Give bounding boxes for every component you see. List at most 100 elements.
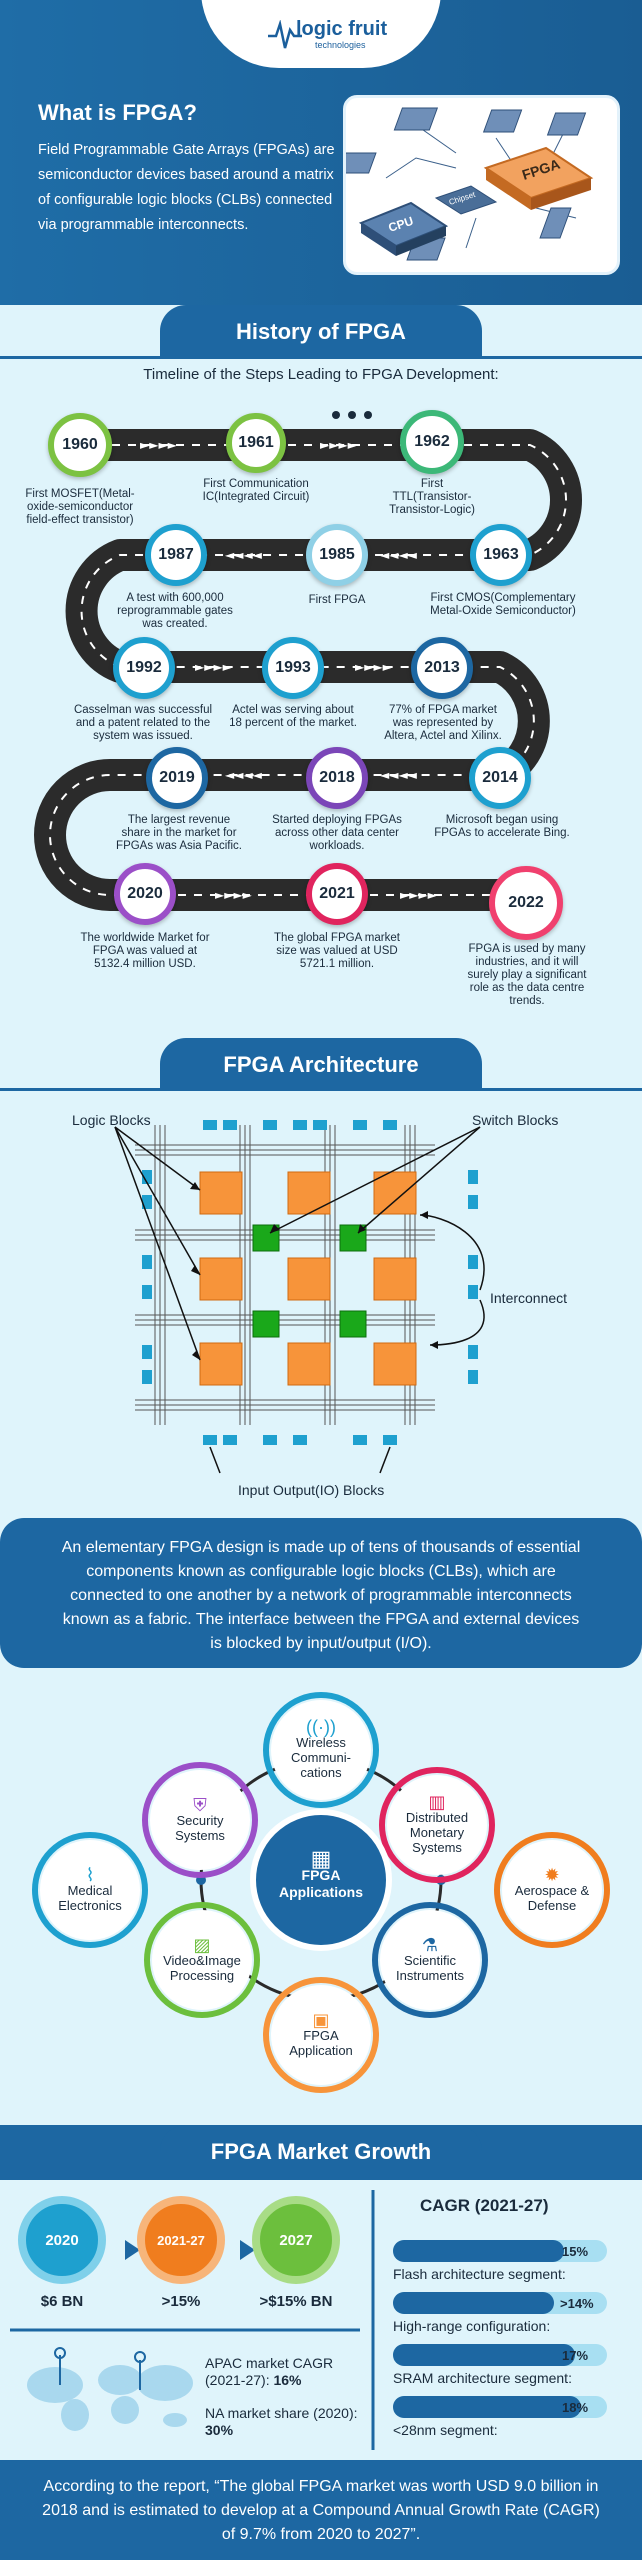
timeline-node-2019: 2019 bbox=[146, 747, 208, 809]
timeline-node-2014: 2014 bbox=[469, 747, 531, 809]
history-title: History of FPGA bbox=[160, 305, 482, 357]
market-year-2021-27: 2021-27 bbox=[137, 2196, 225, 2284]
cagr-bar-sram bbox=[393, 2344, 575, 2366]
cagr-value-high: >14% bbox=[560, 2296, 594, 2311]
timeline-caption-2018: Started deploying FPGAs across other dat… bbox=[272, 814, 402, 852]
timeline-node-2018: 2018 bbox=[306, 747, 368, 809]
timeline-caption-1960: First MOSFET(Metal-oxide-semiconductor f… bbox=[25, 488, 135, 526]
timeline-node-2013: 2013 bbox=[411, 637, 473, 699]
apac-pin-icon bbox=[134, 2351, 146, 2363]
timeline-node-2021: 2021 bbox=[306, 863, 368, 925]
logo-tagline: technologies bbox=[315, 40, 366, 50]
timeline-node-1962: 1962 bbox=[400, 410, 464, 474]
cagr-bar-high bbox=[393, 2292, 554, 2314]
timeline-caption-1992: Casselman was successful and a patent re… bbox=[73, 704, 213, 742]
timeline-node-1993: 1993 bbox=[262, 637, 324, 699]
svg-text:►►►►: ►►►► bbox=[140, 438, 178, 452]
microscope-icon: ⚗ bbox=[421, 1934, 439, 1955]
history-subtitle: Timeline of the Steps Leading to FPGA De… bbox=[143, 366, 499, 383]
market-divider-lines bbox=[10, 2190, 375, 2450]
app-aerospace: ✹ Aerospace & Defense bbox=[502, 1840, 602, 1940]
svg-text:◄◄◄◄: ◄◄◄◄ bbox=[225, 768, 263, 782]
app-security: ⛨ Security Systems bbox=[150, 1770, 250, 1870]
app-scientific: ⚗ Scientific Instruments bbox=[380, 1910, 480, 2010]
logo-bubble bbox=[201, 0, 441, 68]
timeline-caption-2021: The global FPGA market size was valued a… bbox=[274, 932, 400, 970]
market-title: FPGA Market Growth bbox=[160, 2125, 482, 2177]
cagr-title: CAGR (2021-27) bbox=[420, 2196, 549, 2215]
fpga-illustration: FPGA Chipset CPU bbox=[338, 95, 620, 275]
logo-text[interactable]: logic fruit bbox=[296, 18, 388, 40]
intro-body: Field Programmable Gate Arrays (FPGAs) a… bbox=[38, 142, 335, 233]
svg-text:►►►►: ►►►► bbox=[320, 438, 358, 452]
timeline-road: ►►►► ►►►► ◄◄◄◄ ◄◄◄◄ ►►►► ►►►► ◄◄◄◄ ◄◄◄◄ ►►►►… bbox=[34, 411, 582, 911]
cagr-bar-flash bbox=[393, 2240, 564, 2262]
timeline-node-1960: 1960 bbox=[48, 413, 112, 477]
timeline-caption-2013: 77% of FPGA market was represented by Al… bbox=[384, 704, 502, 742]
app-video: ▨ Video&Image Processing bbox=[152, 1910, 252, 2010]
timeline-node-1963: 1963 bbox=[470, 524, 532, 586]
chip-icon: ▦ bbox=[310, 1846, 332, 1871]
image-icon: ▨ bbox=[193, 1934, 211, 1955]
svg-text:◄◄◄◄: ◄◄◄◄ bbox=[380, 768, 418, 782]
app-medical: ⌇ Medical Electronics bbox=[40, 1840, 140, 1940]
app-monetary: ▥ Distributed Monetary Systems bbox=[387, 1775, 487, 1875]
cagr-value-flash: 15% bbox=[562, 2244, 589, 2259]
cagr-value-sram: 17% bbox=[562, 2348, 589, 2363]
apac-cagr: APAC market CAGR (2021-27): 16% bbox=[205, 2355, 334, 2388]
timeline-node-2020: 2020 bbox=[114, 863, 176, 925]
svg-text:►►►►: ►►►► bbox=[195, 660, 233, 674]
cagr-label-sram: SRAM architecture segment: bbox=[393, 2370, 572, 2386]
timeline-caption-1962: First TTL(Transistor-Transistor-Logic) bbox=[389, 478, 475, 516]
timeline-caption-1993: Actel was serving about 18 percent of th… bbox=[229, 704, 357, 729]
timeline-caption-1961: First Communication IC(Integrated Circui… bbox=[202, 478, 310, 503]
svg-text:►►►►: ►►►► bbox=[400, 888, 438, 902]
market-year-2020: 2020 bbox=[18, 2196, 106, 2284]
cagr-value-28nm: 18% bbox=[562, 2400, 589, 2415]
timeline-caption-1985: First FPGA bbox=[308, 594, 366, 606]
timeline-caption-2019: The largest revenue share in the market … bbox=[116, 814, 242, 852]
chip-icon: ▣ bbox=[312, 2009, 330, 2030]
intro-title: What is FPGA? bbox=[38, 100, 197, 125]
na-pin-icon bbox=[54, 2347, 66, 2359]
market-value-2020: $6 BN bbox=[40, 2293, 84, 2310]
timeline-caption-2014: Microsoft began using FPGAs to accelerat… bbox=[434, 814, 570, 839]
io-blocks-label: Input Output(IO) Blocks bbox=[238, 1482, 385, 1498]
emblem-icon: ✹ bbox=[544, 1864, 560, 1885]
cagr-bar-28nm bbox=[393, 2396, 581, 2418]
world-map bbox=[27, 2347, 193, 2431]
svg-text:►►►►: ►►►► bbox=[215, 888, 253, 902]
ecg-icon: ⌇ bbox=[85, 1864, 95, 1885]
timeline-caption-1987: A test with 600,000 reprogrammable gates… bbox=[117, 592, 233, 630]
timeline-caption-2022: FPGA is used by many industries, and it … bbox=[467, 943, 587, 1007]
na-share: NA market share (2020): 30% bbox=[205, 2405, 358, 2438]
timeline-node-1987: 1987 bbox=[145, 524, 207, 586]
svg-text:►►►►: ►►►► bbox=[355, 660, 393, 674]
architecture-description: An elementary FPGA design is made up of … bbox=[61, 1539, 581, 1652]
architecture-description-panel bbox=[0, 1518, 642, 1668]
market-year-2027: 2027 bbox=[252, 2196, 340, 2284]
timeline-caption-2020: The worldwide Market for FPGA was valued… bbox=[80, 932, 210, 970]
interconnect-label: Interconnect bbox=[490, 1290, 568, 1306]
logic-blocks-label: Logic Blocks bbox=[72, 1112, 151, 1128]
timeline-caption-1963: First CMOS(Complementary Metal-Oxide Sem… bbox=[430, 592, 576, 617]
market-value-2027: >$15% BN bbox=[259, 2293, 333, 2310]
svg-text:◄◄◄◄: ◄◄◄◄ bbox=[225, 548, 263, 562]
app-center-label: ▦ FPGA Applications bbox=[271, 1846, 371, 1901]
switch-blocks-label: Switch Blocks bbox=[472, 1112, 559, 1128]
chart-icon: ▥ bbox=[428, 1792, 446, 1812]
timeline-node-1985: 1985 bbox=[306, 524, 368, 586]
svg-text:◄◄◄◄: ◄◄◄◄ bbox=[380, 548, 418, 562]
cagr-label-flash: Flash architecture segment: bbox=[393, 2266, 566, 2282]
app-fpga: ▣ FPGA Application bbox=[271, 1985, 371, 2085]
cagr-label-28nm: <28nm segment: bbox=[393, 2422, 498, 2438]
market-quote: According to the report, “The global FPG… bbox=[42, 2478, 600, 2543]
history-divider bbox=[0, 356, 642, 359]
cagr-label-high: High-range configuration: bbox=[393, 2318, 551, 2334]
market-value-2021-27: >15% bbox=[161, 2293, 201, 2310]
shield-icon: ⛨ bbox=[193, 1794, 207, 1815]
fpga-architecture-diagram bbox=[114, 1120, 485, 1474]
logo-wave-icon bbox=[268, 20, 302, 49]
applications-ring bbox=[32, 1692, 610, 2093]
timeline-node-2022: 2022 bbox=[489, 866, 563, 940]
